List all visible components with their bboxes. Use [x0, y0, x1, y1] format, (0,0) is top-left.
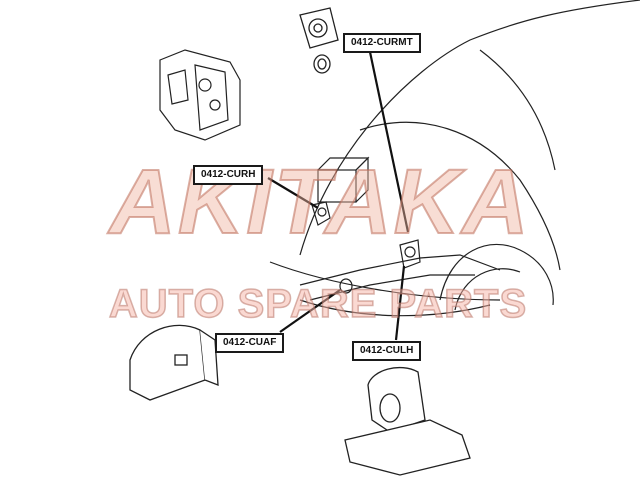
cuaf-mount [339, 278, 353, 294]
watermark-tagline: AUTO SPARE PARTS [108, 281, 528, 327]
label-curh: 0412-CURH [193, 165, 264, 185]
windshield-line [479, 49, 556, 171]
lower-body [299, 299, 491, 317]
label-cuaf: 0412-CUAF [215, 333, 285, 353]
label-culh: 0412-CULH [352, 341, 422, 361]
curh-mount [311, 201, 331, 226]
bumper-line [269, 261, 501, 301]
watermark-brand: AKITAKA [108, 150, 531, 254]
fender-line [359, 121, 561, 271]
bottom-mount [344, 366, 471, 476]
battery-box [317, 169, 357, 203]
curmt-part [299, 7, 339, 74]
wheel-arch [439, 243, 554, 306]
hood-outline [299, 0, 640, 256]
lower-left-mount [129, 324, 219, 401]
upper-left-bracket [159, 49, 241, 141]
label-curmt: 0412-CURMT [343, 33, 421, 53]
culh-mount [399, 239, 421, 269]
leader-lines [267, 51, 410, 341]
